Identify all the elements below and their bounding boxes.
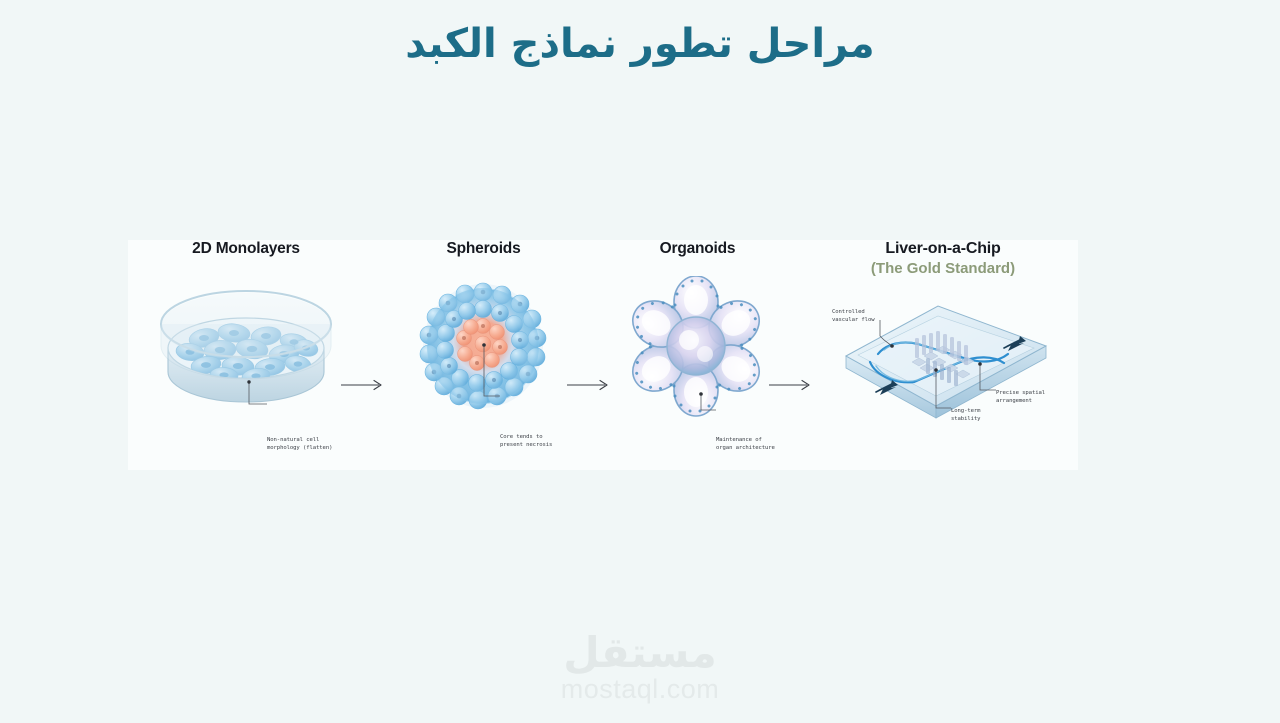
spheroid-illustration	[419, 282, 547, 410]
stage-liver-on-a-chip: Liver-on-a-Chip (The Gold Standard)	[818, 240, 1068, 470]
stage-title-spheroids: Spheroids	[446, 240, 521, 257]
arrow-right-icon-3	[769, 379, 810, 391]
liver-chip-illustration	[844, 305, 1048, 419]
watermark-domain-text: mostaql.com	[560, 674, 720, 704]
stage-title-2d-monolayers: 2D Monolayers	[192, 240, 300, 257]
organoid-illustration	[632, 276, 760, 417]
stage-subtitle-gold-standard: (The Gold Standard)	[870, 260, 1016, 277]
callout-precise-spatial-arrangement: Precise spatial arrangement	[996, 390, 1046, 405]
callout-long-term-stability: Long-term stability	[951, 408, 981, 423]
liver-model-evolution-figure: 2D Monolayers	[128, 240, 1078, 470]
stage-title-liver-on-a-chip: Liver-on-a-Chip	[885, 240, 1001, 257]
stage-organoids: Organoids	[610, 240, 785, 470]
callout-controlled-vascular-flow: Controlled vascular flow	[832, 309, 875, 324]
callout-2d-monolayers: Non-natural cell morphology (flatten)	[267, 437, 333, 452]
arrow-right-icon-1	[341, 379, 382, 391]
stage-title-organoids: Organoids	[659, 240, 736, 257]
petri-dish-illustration	[160, 290, 332, 405]
callout-organoids: Maintenance of organ architecture	[716, 437, 775, 452]
stage-2d-monolayers: 2D Monolayers	[146, 240, 346, 470]
stage-spheroids: Spheroids	[396, 240, 571, 470]
watermark-logo-text: مستقل	[563, 628, 717, 677]
page-title: مراحل تطور نماذج الكبد	[405, 21, 875, 67]
arrow-right-icon-2	[567, 379, 608, 391]
watermark: مستقل mostaql.com	[0, 632, 1280, 703]
callout-spheroids: Core tends to present necrosis	[500, 434, 553, 449]
